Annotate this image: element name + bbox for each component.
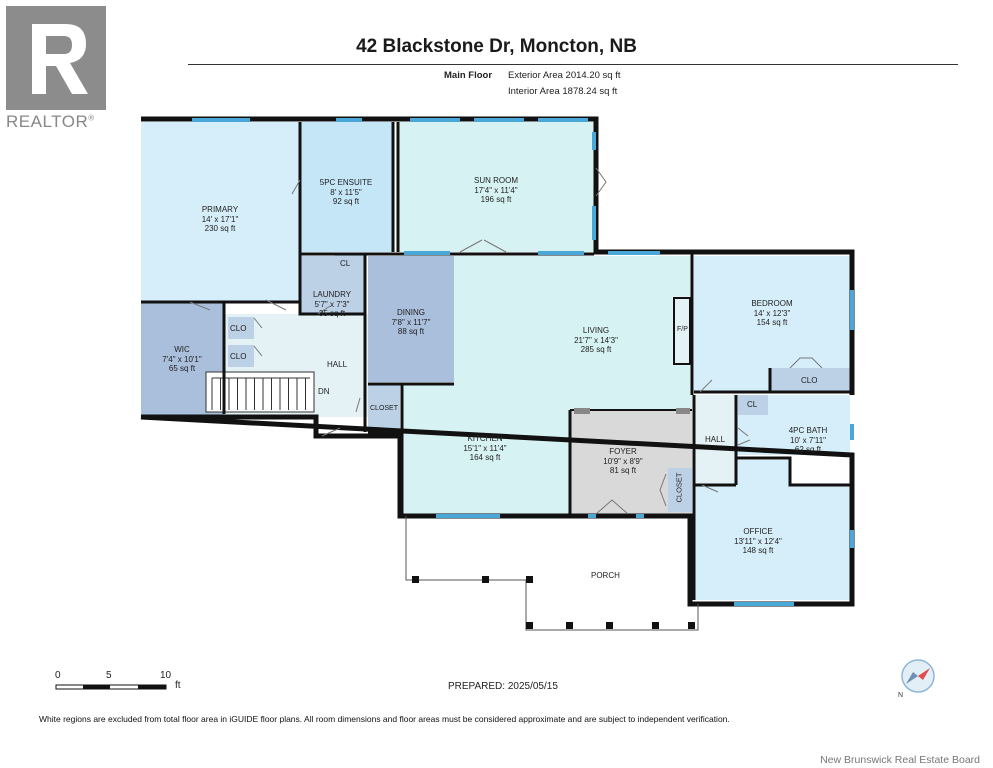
- scale-unit: ft: [175, 680, 181, 691]
- label-clo-wic-2: CLO: [230, 352, 247, 361]
- label-clo-wic-1: CLO: [230, 324, 247, 333]
- label-cl-laundry: CL: [340, 259, 351, 268]
- clo-wic-2-fill: [228, 345, 254, 367]
- scale-bar: 0 5 10 ft: [55, 670, 185, 696]
- board-credit: New Brunswick Real Estate Board: [820, 754, 980, 766]
- scale-graphic: [55, 684, 167, 690]
- compass-icon: N: [898, 659, 935, 698]
- clo-bedroom-fill: [770, 368, 850, 392]
- hall-east-fill: [694, 395, 736, 485]
- kitchen-fill: [402, 384, 570, 514]
- closet-hall-fill: [368, 384, 400, 432]
- page-title: 42 Blackstone Dr, Moncton, NB: [356, 36, 637, 57]
- office-fill: [694, 460, 850, 600]
- foyer-mark-right: [676, 408, 690, 414]
- label-cl-bath: CL: [747, 400, 758, 409]
- scale-tick-10: 10: [160, 670, 172, 681]
- label-closet-foyer: CLOSET: [674, 472, 684, 503]
- svg-text:N: N: [898, 692, 903, 698]
- sunroom-fill: [398, 122, 596, 252]
- room-fills: [141, 122, 850, 600]
- ensuite-fill: [300, 122, 393, 252]
- cl-bath-fill: [738, 395, 768, 415]
- fireplace: [673, 297, 691, 365]
- porch: [405, 516, 699, 631]
- label-fireplace: F/P: [677, 326, 688, 333]
- foyer-mark-left: [574, 408, 590, 414]
- interior-area: Interior Area 1878.24 sq ft: [508, 86, 618, 97]
- floor-label: Main Floor: [444, 70, 493, 81]
- dining-fill: [368, 256, 454, 382]
- label-closet-hall: CLOSET: [370, 405, 399, 412]
- stairs: [205, 371, 315, 413]
- label-hall-east: HALL: [705, 435, 726, 444]
- exterior-area: Exterior Area 2014.20 sq ft: [508, 70, 621, 81]
- prepared-date: PREPARED: 2025/05/15: [448, 681, 558, 692]
- windows: [192, 118, 854, 606]
- primary-fill: [141, 122, 300, 302]
- disclaimer: White regions are excluded from total fl…: [39, 714, 730, 724]
- clo-wic-1-fill: [228, 317, 254, 339]
- label-clo-bedroom: CLO: [801, 376, 818, 385]
- living-fill: [454, 256, 692, 410]
- doors: [189, 167, 823, 515]
- cl-laundry-fill: [335, 254, 365, 274]
- realtor-wordmark: REALTOR®: [6, 112, 95, 131]
- scale-tick-0: 0: [55, 670, 61, 681]
- fireplace-fill: [672, 296, 692, 366]
- label-dn: DN: [318, 387, 330, 396]
- realtor-logo: [6, 6, 106, 110]
- closet-foyer-fill: [668, 468, 692, 512]
- label-porch: PORCH: [591, 571, 620, 580]
- header-divider: [188, 64, 958, 65]
- scale-tick-5: 5: [106, 670, 112, 681]
- label-hall-west: HALL: [327, 360, 348, 369]
